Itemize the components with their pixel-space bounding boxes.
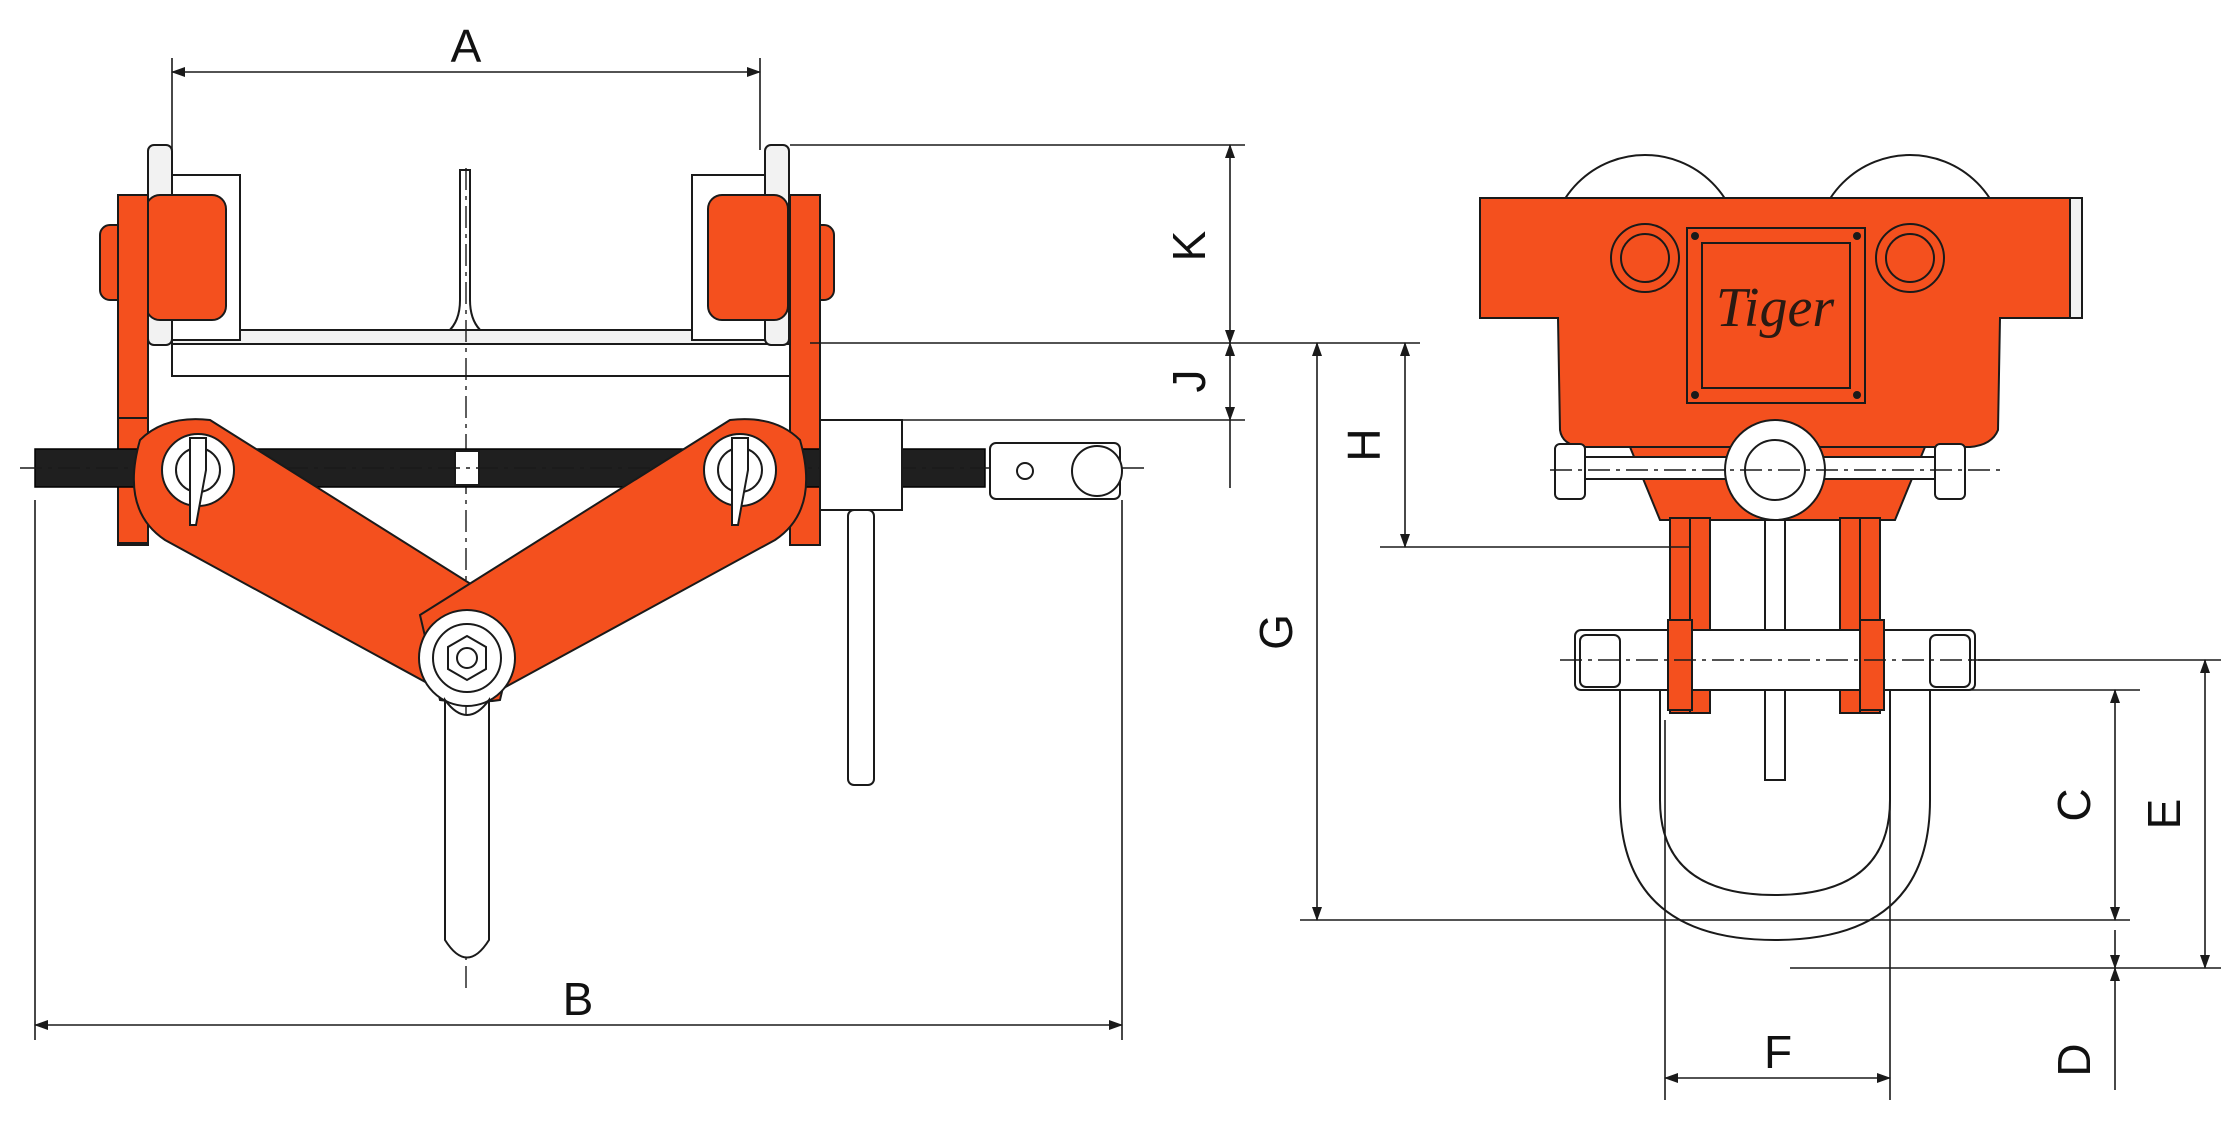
- dim-label-d: D: [2048, 1043, 2100, 1076]
- brand-logo: Tiger: [1716, 277, 1834, 339]
- dimension-lines: [34, 58, 2221, 1100]
- dimension-labels: A B K J H G C E D F: [451, 20, 2190, 1078]
- load-eye: [418, 609, 516, 959]
- shackle: [1560, 619, 2000, 942]
- dim-label-b: B: [563, 973, 594, 1025]
- v-arms: [132, 418, 808, 703]
- dim-label-h: H: [1338, 428, 1390, 461]
- beam-section: [171, 169, 811, 377]
- dim-label-k: K: [1163, 230, 1215, 261]
- dim-label-g: G: [1250, 614, 1302, 650]
- front-view: [20, 144, 1150, 990]
- side-spindle: [1550, 419, 2000, 521]
- dim-label-j: J: [1163, 370, 1215, 393]
- adjusting-handle: [819, 419, 1123, 786]
- side-view: Tiger: [1479, 154, 2083, 942]
- dim-label-e: E: [2138, 799, 2190, 830]
- dim-label-f: F: [1764, 1026, 1792, 1078]
- dim-label-c: C: [2048, 788, 2100, 821]
- dim-label-a: A: [451, 20, 482, 72]
